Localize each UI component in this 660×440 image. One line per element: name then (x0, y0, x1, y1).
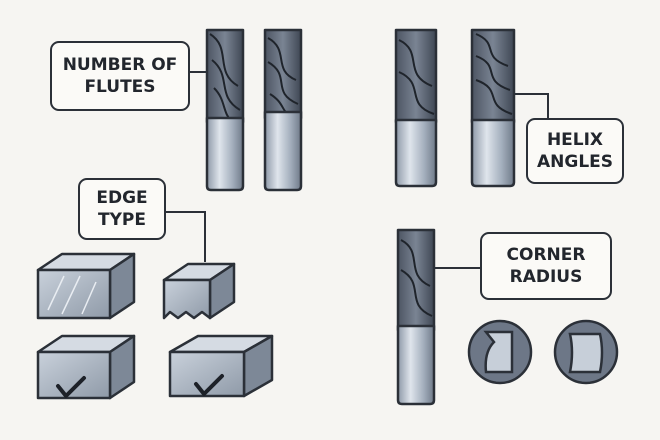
label-corner-radius-text: CORNER RADIUS (506, 245, 586, 287)
edge-block-rough (36, 252, 136, 320)
corner-detail-sharp (467, 319, 533, 385)
corner-detail-rounded (553, 319, 619, 385)
edge-block-smooth-check (36, 334, 136, 400)
label-helix-angles-text: HELIX ANGLES (536, 130, 614, 172)
label-edge-type: EDGE TYPE (78, 178, 166, 240)
end-mill-high-helix (470, 28, 516, 188)
end-mill-two-flute (205, 28, 245, 192)
end-mill-three-flute (263, 28, 303, 192)
label-helix-angles: HELIX ANGLES (526, 118, 624, 184)
label-number-of-flutes-text: NUMBER OF FLUTES (62, 55, 178, 97)
label-number-of-flutes: NUMBER OF FLUTES (50, 41, 190, 111)
label-edge-type-text: EDGE TYPE (96, 188, 148, 230)
end-mill-low-helix (394, 28, 438, 188)
edge-block-serrated (162, 262, 236, 320)
end-mill-corner-radius (396, 228, 436, 406)
edge-block-chamfer-check (168, 334, 274, 398)
label-corner-radius: CORNER RADIUS (480, 232, 612, 300)
